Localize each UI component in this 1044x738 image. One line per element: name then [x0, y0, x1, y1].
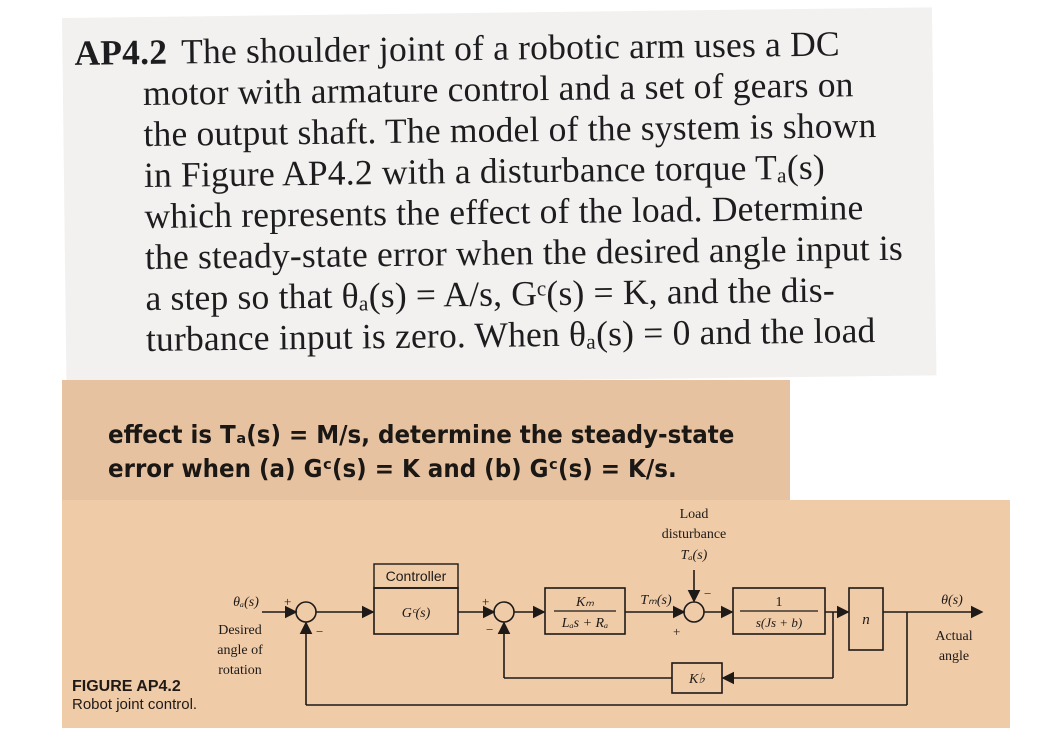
- actual-label-1: Actual: [935, 629, 972, 644]
- sum3-minus: −: [704, 586, 711, 601]
- sum2-minus: −: [486, 622, 493, 637]
- problem-continuation: effect is Tₐ(s) = M/s, determine the ste…: [62, 380, 790, 500]
- problem-id: AP4.2: [74, 31, 168, 73]
- desired-label-1: Desired: [218, 623, 262, 638]
- desired-label-2: angle of: [217, 643, 263, 658]
- controller-label: Controller: [386, 568, 447, 584]
- load-label-3: Tₐ(s): [681, 548, 708, 563]
- gear-block: [848, 587, 884, 651]
- back-emf-label: K♭: [688, 672, 705, 687]
- figure-block-diagram: θₐ(s) + − Desired angle of rotation Cont…: [62, 500, 1010, 728]
- sum3-plus: +: [673, 624, 680, 639]
- plant-tf-den: s(Js + b): [756, 615, 802, 630]
- block-diagram: θₐ(s) + − Desired angle of rotation Cont…: [217, 507, 984, 706]
- figure-caption: FIGURE AP4.2 Robot joint control.: [72, 678, 197, 713]
- desired-label-3: rotation: [218, 663, 262, 678]
- load-label-1: Load: [680, 507, 709, 522]
- gear-label: n: [862, 612, 870, 628]
- continuation-line-1: effect is Tₐ(s) = M/s, determine the ste…: [108, 420, 735, 449]
- figure-caption-subtitle: Robot joint control.: [72, 696, 198, 713]
- figure-caption-title: FIGURE AP4.2: [72, 678, 181, 695]
- torque-signal-label: Tₘ(s): [640, 593, 672, 608]
- plant-block: [732, 587, 826, 635]
- summing-junction-1: [295, 601, 317, 623]
- input-signal-label: θₐ(s): [233, 595, 259, 610]
- sum1-minus: −: [316, 624, 323, 639]
- problem-line-8: turbance input is zero. When θₐ(s) = 0 a…: [145, 310, 876, 359]
- sum1-plus: +: [284, 594, 291, 609]
- output-signal-label: θ(s): [941, 593, 963, 608]
- plant-tf-num: 1: [776, 595, 783, 610]
- sum2-plus: +: [482, 594, 489, 609]
- summing-junction-3: [683, 601, 705, 623]
- controller-tf: Gᶜ(s): [402, 606, 431, 621]
- summing-junction-2: [493, 601, 515, 623]
- motor-block: [544, 587, 626, 635]
- motor-tf-num: Kₘ: [575, 595, 594, 610]
- motor-tf-den: Lₐs + Rₐ: [561, 616, 608, 631]
- load-label-2: disturbance: [662, 527, 727, 542]
- continuation-line-2: error when (a) Gᶜ(s) = K and (b) Gᶜ(s) =…: [108, 454, 677, 483]
- actual-label-2: angle: [939, 649, 969, 664]
